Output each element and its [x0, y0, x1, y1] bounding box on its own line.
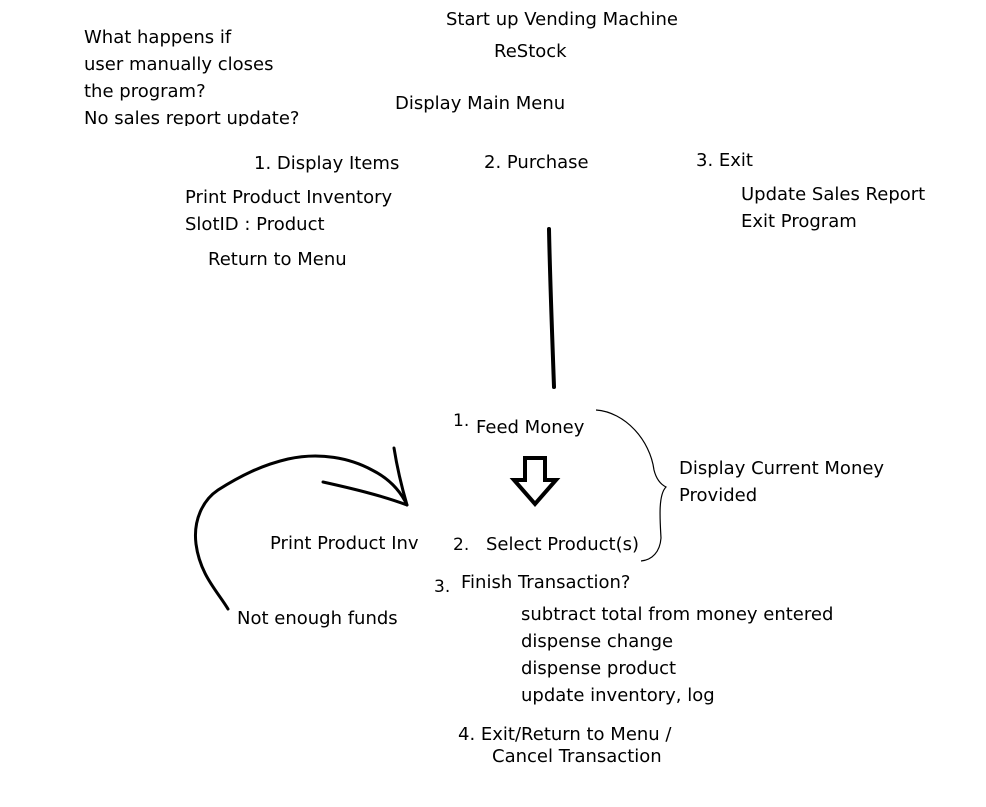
print-product-inv-note: Print Product Inv [270, 533, 419, 554]
exit-step-update-sales: Update Sales Report [741, 184, 926, 205]
menu-option-display-items: 1. Display Items [254, 153, 400, 174]
finish-step-dispense-change: dispense change [521, 631, 674, 652]
question-line-4: No sales report update? [84, 108, 300, 126]
not-enough-funds-note: Not enough funds [237, 608, 398, 629]
feed-money-number: 1. [453, 411, 470, 431]
display-items-step-return: Return to Menu [208, 249, 347, 270]
money-feedback-bracket [595, 409, 668, 562]
restock-step: ReStock [494, 41, 567, 62]
finish-step-update-inventory: update inventory, log [521, 685, 715, 706]
menu-option-exit: 3. Exit [696, 150, 753, 171]
display-items-step-slot-product: SlotID : Product [185, 214, 325, 235]
finish-step-subtract-total: subtract total from money entered [521, 604, 834, 625]
startup-title: Start up Vending Machine [446, 9, 678, 30]
insufficient-funds-arrowhead [321, 446, 409, 507]
display-current-money-line-2: Provided [679, 485, 758, 506]
exit-return-line-1: 4. Exit/Return to Menu / [458, 724, 672, 745]
select-product-step: Select Product(s) [486, 534, 640, 555]
insufficient-funds-curve [193, 454, 409, 611]
select-product-number: 2. [453, 535, 470, 555]
finish-transaction-number: 3. [434, 577, 451, 597]
exit-step-exit-program: Exit Program [741, 211, 857, 231]
question-line-3: the program? [84, 81, 206, 102]
exit-return-line-2: Cancel Transaction [492, 746, 662, 767]
question-line-1: What happens if [84, 27, 232, 48]
main-menu-step: Display Main Menu [395, 93, 566, 114]
finish-transaction-step: Finish Transaction? [461, 572, 631, 593]
display-items-step-print-inventory: Print Product Inventory [185, 187, 393, 208]
finish-step-dispense-product: dispense product [521, 658, 677, 679]
question-line-2: user manually closes [84, 54, 274, 75]
feed-money-step: Feed Money [476, 417, 585, 438]
hollow-down-arrow [509, 456, 561, 508]
menu-option-purchase: 2. Purchase [484, 152, 589, 173]
display-current-money-line-1: Display Current Money [679, 458, 885, 479]
purchase-connector-line [547, 227, 556, 389]
